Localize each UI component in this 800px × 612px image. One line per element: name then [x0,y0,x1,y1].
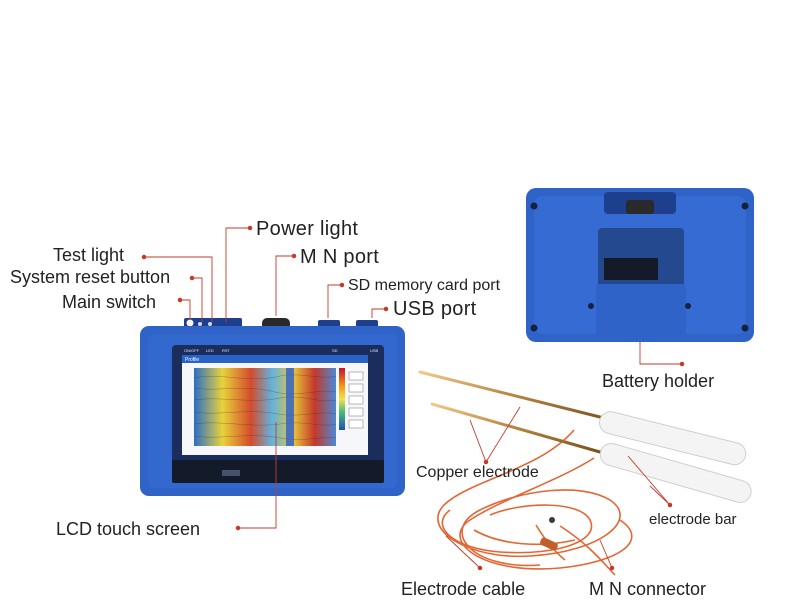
panel-rst-label: RST [222,348,231,353]
bottom-panel [172,460,384,483]
screen-side-button-3[interactable] [348,395,364,405]
label-test-light: Test light [53,245,125,265]
label-mn-port: M N port [300,246,380,268]
test-light-led [208,322,212,326]
label-electrode-cable: Electrode cable [401,579,526,599]
panel-sd-label: SD [332,348,338,353]
screen-side-button-4[interactable] [348,407,364,417]
panel-usb-label: USB [370,348,379,353]
label-lcd-touch-screen: LCD touch screen [56,519,201,539]
panel-led-label: LED [206,348,214,353]
label-battery-holder: Battery holder [602,371,715,391]
main-switch-button[interactable] [186,319,194,327]
label-mn-connector: M N connector [589,579,707,599]
screen-tab-title: Profile [185,357,199,363]
electrode-bar-upper [599,411,747,466]
label-system-reset-button: System reset button [10,267,171,287]
main-device [140,318,405,496]
screen-side-button-5[interactable] [348,419,364,429]
electrode-bar-lower [599,442,752,503]
screen-side-button-1[interactable] [348,371,364,381]
callout-lines [141,225,685,571]
label-power-light: Power light [256,218,359,240]
electrode-upper [418,370,747,466]
battery-holder-cover [596,284,686,336]
screen-title-bar [182,355,368,363]
electrode-lower [430,402,752,503]
back-device [526,188,754,342]
label-sd-card-port: SD memory card port [348,277,501,294]
system-reset-button[interactable] [198,322,202,326]
label-main-switch: Main switch [62,292,157,312]
screen-side-button-2[interactable] [348,383,364,393]
back-mn-connector [626,200,654,214]
resistivity-heatmap [194,368,336,446]
panel-onoff-label: ON/OFF [184,348,200,353]
label-electrode-bar: electrode bar [649,511,737,528]
label-usb-port: USB port [393,298,477,320]
label-copper-electrode: Copper electrode [416,464,539,481]
electrode-cable [437,429,633,576]
color-scale [339,368,345,430]
mn-connector-plug [540,537,558,551]
